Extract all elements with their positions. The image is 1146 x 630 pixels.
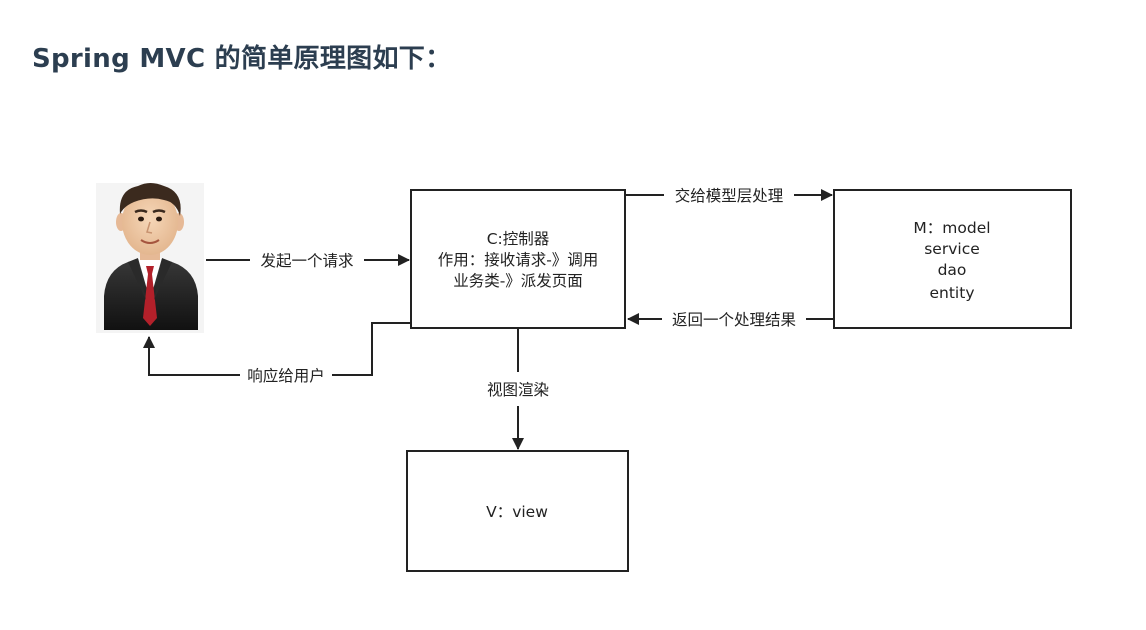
controller-label-line-2: 作用：接收请求-》调用 (438, 251, 599, 269)
model-box (833, 189, 1072, 329)
edge-controller-to-view: 视图渲染 (487, 329, 549, 450)
edge-label-respond-to-user: 响应给用户 (247, 366, 325, 385)
user-icon (96, 183, 204, 333)
model-label-line-2: service (924, 240, 980, 258)
model-label-line-1: M：model (913, 219, 990, 237)
edge-controller-to-model: 交给模型层处理 (626, 187, 833, 205)
controller-label-line-1: C:控制器 (487, 230, 550, 248)
page-title: Spring MVC 的简单原理图如下： (32, 44, 452, 74)
edge-controller-to-user: 响应给用户 (143, 322, 410, 385)
model-label-line-4: entity (930, 284, 975, 302)
view-box (406, 450, 629, 572)
edge-label-to-model-layer: 交给模型层处理 (675, 187, 784, 205)
edge-label-send-request: 发起一个请求 (260, 252, 353, 270)
controller-label-line-3: 业务类-》派发页面 (453, 272, 583, 290)
controller-box (410, 189, 626, 329)
model-label-line-3: dao (938, 261, 967, 279)
edge-label-view-render: 视图渲染 (487, 381, 549, 399)
edge-label-return-result: 返回一个处理结果 (672, 311, 796, 329)
view-label: V：view (486, 503, 548, 521)
edge-model-to-controller: 返回一个处理结果 (627, 311, 833, 329)
edge-user-to-controller: 发起一个请求 (206, 252, 410, 270)
